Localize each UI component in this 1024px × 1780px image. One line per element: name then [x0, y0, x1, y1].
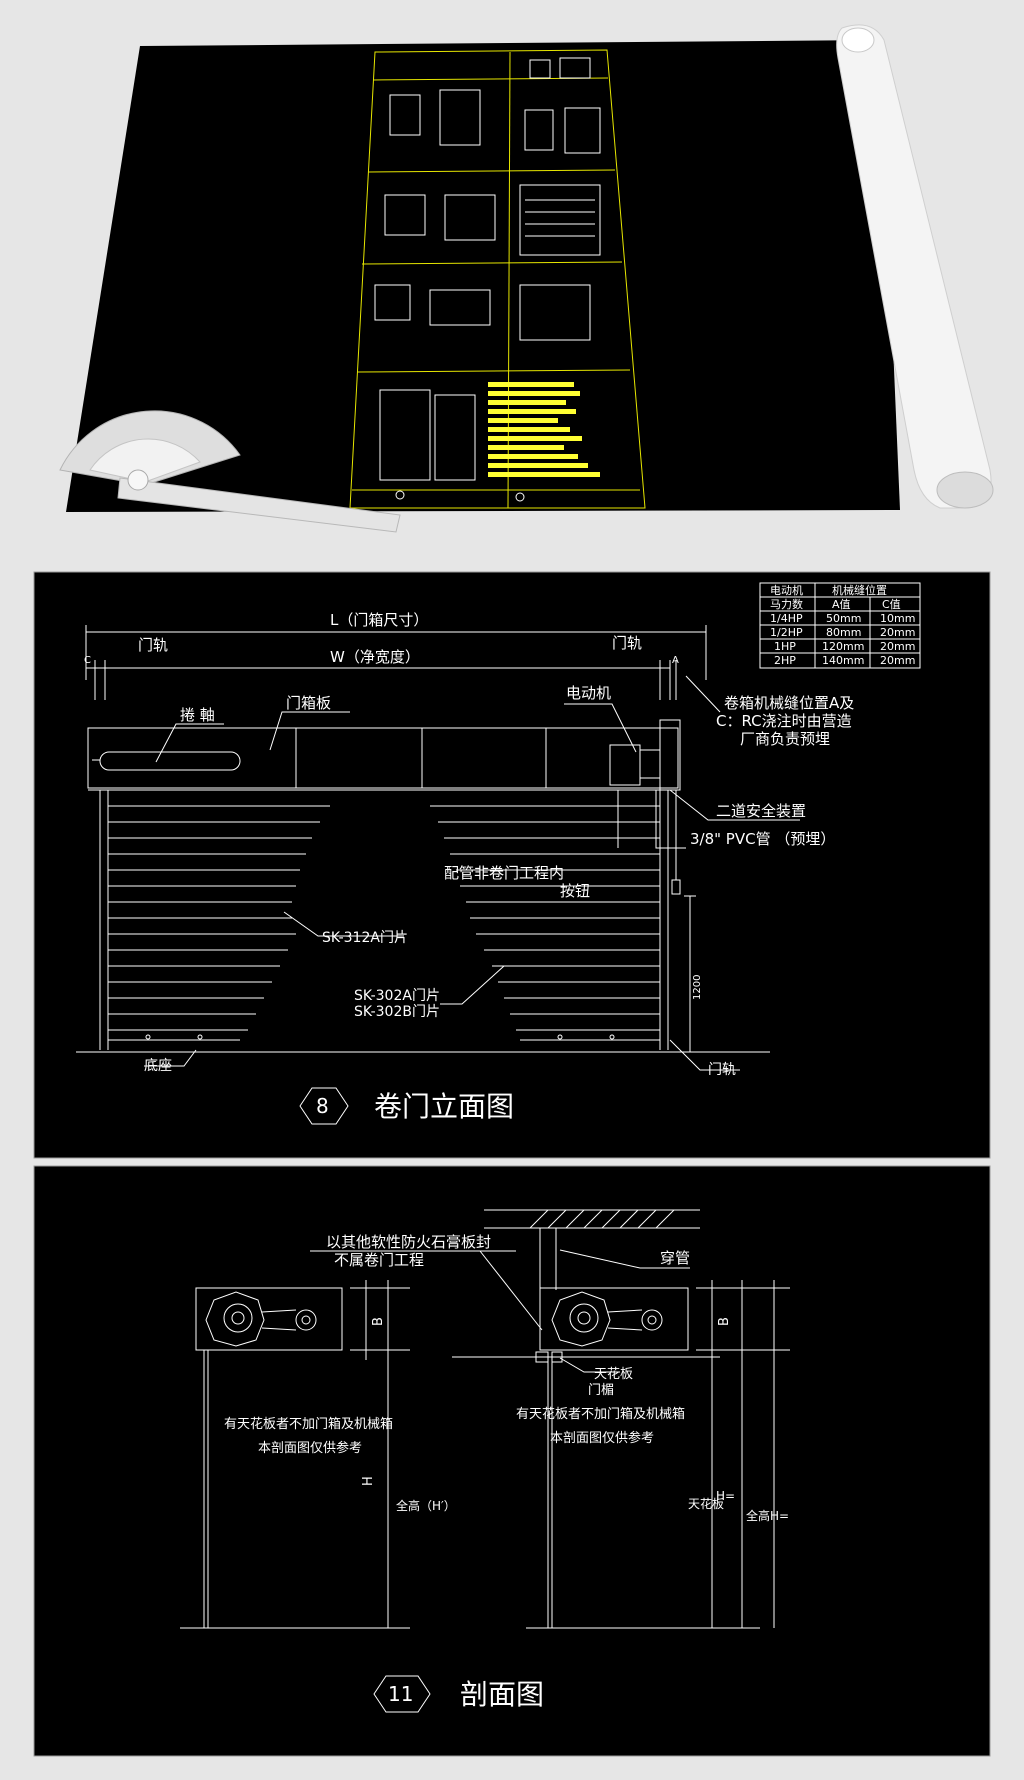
table-row-2-a: 80mm [826, 626, 861, 639]
blueprint-sheet [66, 40, 900, 512]
label-fire2: 不属卷门工程 [334, 1251, 424, 1269]
title-11-number: 11 [388, 1682, 413, 1706]
label-sk302a: SK-302A门片 [354, 988, 440, 1004]
title-11-text: 剖面图 [460, 1678, 544, 1711]
table-row-2-hp: 1/2HP [770, 626, 803, 639]
ceiling-hatch [484, 1209, 700, 1290]
label-B-left: B [371, 1317, 386, 1326]
table-head-gap: 机械缝位置 [832, 583, 887, 597]
section-leaders [310, 1249, 690, 1331]
elevation-drawing: 电动机 机械缝位置 马力数 A值 C值 1/4HP 50mm 10mm 1/2H… [33, 571, 991, 1159]
title-8-number: 8 [316, 1094, 329, 1118]
table-row-1-a: 50mm [826, 612, 861, 625]
table-row-4-c: 20mm [880, 654, 915, 667]
label-L: L（门箱尺寸） [330, 611, 428, 629]
label-rail-left: 门轨 [138, 636, 168, 654]
label-motor: 电动机 [566, 684, 611, 702]
label-box-panel: 门箱板 [286, 694, 331, 712]
sheet-drawings [374, 57, 601, 502]
label-rail-right: 门轨 [612, 634, 642, 652]
label-pipe: 穿管 [660, 1249, 690, 1267]
table-row-1-hp: 1/4HP [770, 612, 803, 625]
elevation-panel [33, 571, 991, 1159]
blueprint-preview [59, 24, 994, 533]
slat-leaders [144, 911, 740, 1071]
label-shaft: 捲 軸 [180, 706, 215, 724]
label-W: W（净宽度） [330, 648, 420, 666]
spec-table [759, 582, 921, 669]
label-H-left: H [361, 1476, 376, 1486]
table-subhead-hp: 马力数 [770, 598, 803, 611]
table-row-3-c: 20mm [880, 640, 915, 653]
label-1200: 1200 [692, 975, 703, 1000]
label-sk312: SK-312A门片 [322, 930, 408, 946]
label-full-height-left: 全高（H′） [396, 1498, 456, 1513]
label-note-left2: 本剖面图仅供参考 [258, 1440, 362, 1456]
label-ceiling-vertical: 天花板 [688, 1496, 724, 1511]
label-safety: 二道安全装置 [716, 802, 806, 820]
title-8-badge [299, 1087, 349, 1125]
table-head-motor: 电动机 [770, 583, 803, 597]
label-C: C [84, 655, 91, 666]
label-note-right2: 本剖面图仅供参考 [550, 1430, 654, 1446]
slat-bolts [145, 1034, 615, 1040]
protractor-icon [59, 410, 401, 533]
notes-highlight [488, 382, 600, 477]
label-lintel: 门楣 [588, 1383, 614, 1398]
left-section [180, 1280, 410, 1629]
table-row-2-c: 20mm [880, 626, 915, 639]
table-subhead-a: A值 [832, 598, 851, 611]
label-fire1: 以其他软性防火石膏板封 [326, 1233, 491, 1251]
paper-roll-icon [836, 24, 994, 509]
dimension-lines [85, 625, 707, 700]
label-note-right1: 有天花板者不加门箱及机械箱 [516, 1406, 685, 1422]
label-ceiling-board: 天花板 [594, 1366, 633, 1382]
label-pvc: 3/8" PVC管 （预埋） [690, 830, 835, 848]
label-full-height-right: 全高H= [746, 1508, 789, 1523]
label-note3: 厂商负责预埋 [740, 730, 830, 748]
shutter-slats [76, 790, 770, 1053]
table-subhead-c: C值 [882, 598, 901, 611]
right-section [452, 1280, 790, 1629]
title-8-text: 卷门立面图 [374, 1090, 514, 1123]
label-H-right: H= [716, 1489, 735, 1503]
table-row-3-hp: 1HP [774, 640, 796, 653]
table-row-1-c: 10mm [880, 612, 915, 625]
label-note1: 卷箱机械缝位置A及 [724, 694, 854, 712]
label-B-right: B [717, 1317, 732, 1326]
dim-1200 [684, 895, 696, 1052]
label-note2: C：RC浇注时由营造 [716, 712, 852, 730]
section-panel [33, 1165, 991, 1757]
label-A: A [672, 655, 679, 666]
title-11-badge [373, 1675, 431, 1713]
label-note-left1: 有天花板者不加门箱及机械箱 [224, 1416, 393, 1432]
label-sk302b: SK-302B门片 [354, 1004, 440, 1020]
label-piping1: 配管非卷门工程内 [444, 864, 564, 882]
table-row-4-a: 140mm [822, 654, 864, 667]
table-row-3-a: 120mm [822, 640, 864, 653]
table-row-4-hp: 2HP [774, 654, 796, 667]
